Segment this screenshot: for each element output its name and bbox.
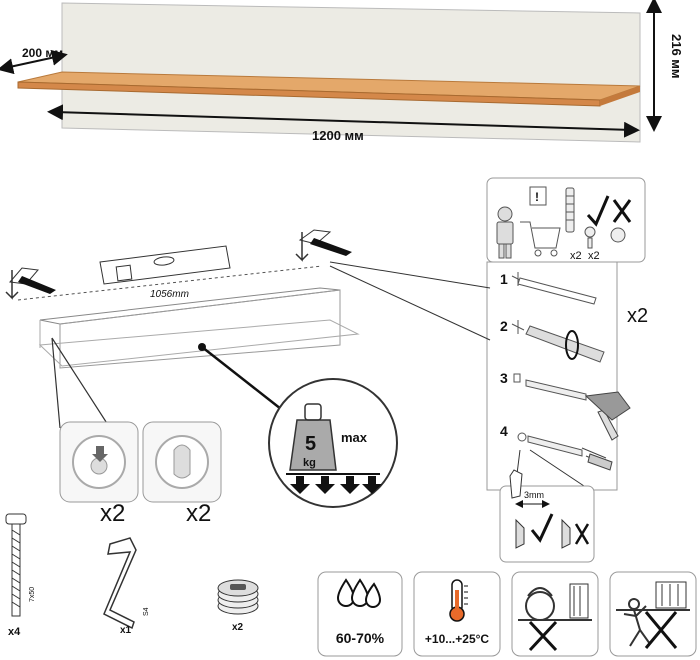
depth-dimension-line: [0, 49, 68, 75]
key-size: S4: [143, 607, 150, 616]
drill-mark-right-icon: [298, 229, 332, 245]
dowel-icon: [565, 187, 575, 233]
svg-text:4: 4: [500, 423, 508, 439]
bracket-right-qty: x2: [186, 500, 211, 527]
wall-plug-icon: [525, 379, 587, 401]
svg-text:1: 1: [500, 271, 508, 287]
bracket-left-qty: x2: [100, 500, 125, 527]
cam-qty: x2: [232, 622, 244, 633]
screw-icon: [527, 435, 583, 457]
conditions-row: 60-70% +10...+25°C: [317, 571, 697, 657]
load-arrows: [290, 476, 382, 494]
key-qty: x1: [120, 625, 132, 636]
width-label: 1200 мм: [312, 128, 364, 143]
cam-lock-icon: [217, 579, 259, 615]
screw-qty: x4: [8, 626, 21, 638]
gap-cross-icon: [574, 523, 590, 545]
thermometer-icon: [449, 579, 468, 622]
humidity-value: 60-70%: [336, 630, 385, 646]
svg-text:2: 2: [500, 318, 508, 334]
step-leader-bottom: [329, 265, 491, 341]
steps-panel: x2 1 2 3 4: [329, 261, 648, 491]
gap-detail: 3mm: [499, 449, 595, 563]
check-icon: [586, 195, 610, 227]
hook-icon: [509, 469, 523, 499]
wall-layout: 1056mm: [5, 229, 360, 369]
width-dimension-line: [47, 104, 640, 138]
depth-label: 200 мм: [22, 46, 63, 60]
screwdriver-icon: [587, 453, 613, 471]
marker-strip-left: [18, 276, 56, 294]
warning-icon: [529, 186, 547, 206]
step-leader-top: [329, 261, 491, 289]
spirit-level-icon: [99, 245, 231, 285]
load-max-label: max: [341, 430, 368, 445]
screw-size: 7x50: [29, 587, 36, 602]
svg-text:3: 3: [500, 370, 508, 386]
shelf-dimension-drawing: 200 мм 216 мм 1200 мм: [0, 0, 684, 143]
steps-qty: x2: [627, 305, 648, 327]
load-callout-dot: [198, 343, 206, 351]
drill-mark-left-icon: [9, 267, 39, 285]
shelf-side-edge: [600, 86, 640, 106]
tools-screw-qty: x2: [570, 250, 582, 262]
load-weight: 5: [305, 433, 316, 455]
marker-strip-right: [310, 238, 352, 256]
hardware-list: x4 7x50 x1 S4 x2: [5, 513, 259, 638]
step-1: 1: [500, 271, 597, 305]
worker-icon: [496, 206, 514, 259]
bracket-callouts: x2 x2: [51, 337, 222, 527]
no-heavy-load-icon: [518, 583, 592, 652]
step-2: 2: [500, 318, 605, 363]
shelf-outline: [38, 287, 360, 369]
cross-icon: [612, 199, 632, 223]
step-3: 3: [500, 370, 631, 441]
gap-label: 3mm: [524, 490, 544, 500]
temperature-value: +10...+25°C: [425, 632, 490, 646]
arrow-down-left-icon: [5, 270, 19, 300]
height-label: 216 мм: [669, 34, 684, 79]
no-climbing-icon: [616, 581, 690, 649]
pencil-icon: [517, 277, 597, 305]
drill-bit-icon: [525, 325, 605, 363]
screw-head-icon: [584, 226, 626, 249]
screw-part-icon: [5, 513, 27, 617]
tools-panel: ! x2 x2: [486, 177, 646, 263]
arrow-down-right-icon: [295, 232, 309, 262]
load-unit: kg: [303, 457, 316, 469]
tools-plug-qty: x2: [588, 250, 600, 262]
gap-check-icon: [530, 513, 554, 543]
cart-icon: [520, 221, 561, 257]
hole-spacing-label: 1056mm: [150, 289, 189, 300]
step-4: 4: [500, 423, 613, 471]
svg-text:!: !: [535, 190, 539, 204]
hex-key-icon: [103, 537, 137, 630]
droplets-icon: [336, 578, 382, 608]
drill-guide-line: [17, 265, 323, 301]
load-limit-badge: 5 kg max: [268, 378, 398, 508]
hammer-icon: [584, 391, 631, 441]
